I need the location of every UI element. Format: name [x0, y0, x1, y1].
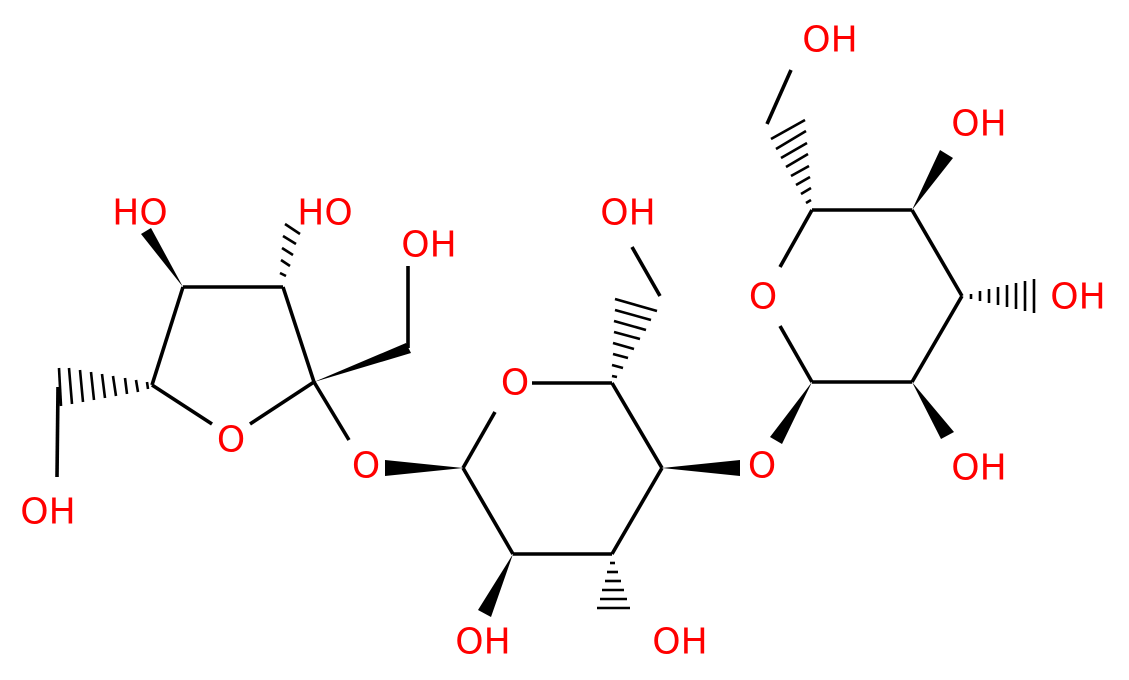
bond: [910, 209, 964, 297]
hydroxyl-label: HO: [297, 193, 352, 234]
ring-oxygen-label: O: [217, 420, 245, 461]
atom-labels: HO HO OH OH O O O OH OH OH O O OH OH OH …: [20, 20, 1105, 663]
hash-bond: [969, 279, 1036, 313]
bond: [910, 295, 964, 383]
wedge-bond: [770, 382, 812, 444]
hydroxyl-label: OH: [951, 448, 1006, 489]
bond: [150, 286, 185, 386]
hydroxyl-label: OH: [652, 622, 707, 663]
bond: [610, 382, 664, 469]
glucose-ring-b: [778, 208, 964, 384]
wedge-bond: [478, 554, 513, 617]
glycosidic-oxygen-label: O: [748, 446, 776, 487]
hydroxyl-label: OH: [600, 193, 655, 234]
hydroxyl-label: OH: [802, 20, 857, 61]
wedge-bond: [912, 382, 954, 439]
hydroxyl-label: HO: [112, 193, 167, 234]
ring-oxygen-label: O: [501, 363, 529, 404]
hydroxyl-label: OH: [455, 622, 510, 663]
bond: [461, 467, 515, 555]
hydroxyl-label: OH: [1050, 277, 1105, 318]
hash-bond: [770, 118, 812, 205]
hydroxyl-label: OH: [20, 492, 75, 533]
hydroxyl-label: OH: [951, 104, 1006, 145]
bond: [312, 381, 351, 441]
bond: [55, 386, 60, 478]
bond: [610, 467, 664, 555]
hydroxyl-label: OH: [401, 225, 456, 266]
hash-bond: [279, 222, 301, 278]
bond: [778, 209, 814, 268]
glycosidic-oxygen-label: O: [352, 446, 380, 487]
bond: [461, 411, 497, 469]
bond: [281, 286, 316, 383]
wedge-bond: [385, 460, 463, 476]
wedge-bond: [141, 228, 183, 287]
hash-bond: [611, 297, 658, 379]
bond: [778, 325, 814, 383]
glucose-ring-a: [461, 381, 664, 556]
wedge-bond: [662, 460, 740, 476]
bond: [151, 383, 213, 426]
bond: [630, 246, 662, 297]
ring-oxygen-label: O: [749, 277, 777, 318]
hash-bond: [597, 561, 630, 610]
bond: [249, 380, 315, 426]
furanose-ring: [150, 285, 316, 426]
bond: [765, 69, 793, 125]
wedge-bond: [314, 343, 411, 382]
wedge-bond: [912, 150, 953, 210]
hash-bond: [57, 367, 150, 407]
